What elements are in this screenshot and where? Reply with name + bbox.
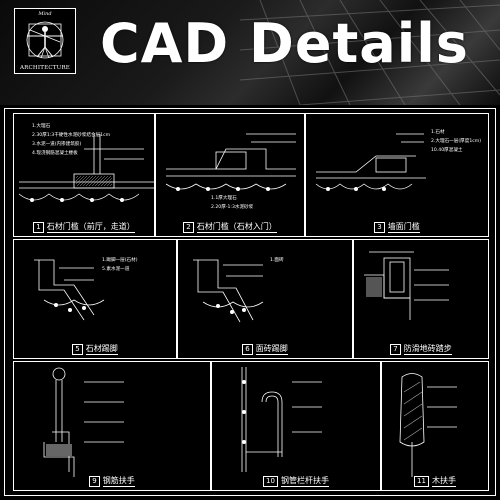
- steel-pipe-railing-drawing: [241, 367, 322, 472]
- note-line: 2.30厚1:3干硬性水泥砂浆结合层1cm: [32, 133, 111, 138]
- note-line: 1.大理石: [32, 124, 51, 129]
- anti-slip-step-drawing: [364, 251, 449, 320]
- logo-text: ARCHITECTURE: [19, 65, 71, 71]
- panel-title: 木扶手: [431, 476, 456, 487]
- stone-skirting-drawing: [34, 259, 105, 321]
- panel-title: 石材门槛（前厅，走道）: [46, 222, 135, 233]
- header-banner: Mind ARCHITECTURE CAD Details: [0, 0, 500, 105]
- detail-panel-1: 1.大理石 2.30厚1:3干硬性水泥砂浆结合层1cm 3.水泥一道(内掺建筑胶…: [13, 113, 155, 237]
- panel-title: 钢管栏杆扶手: [280, 476, 329, 487]
- note-line: 1.1厚大理石: [211, 196, 237, 201]
- panel-title: 石材门槛（石材入门）: [196, 222, 277, 233]
- note-line: 1.踢脚一层(石材): [102, 258, 138, 263]
- wall-threshold-drawing: [315, 133, 426, 191]
- building-facade-graphic: [240, 0, 500, 105]
- panel-title: 防滑地砖踏步: [403, 344, 452, 355]
- panel-title: 石材踢脚: [85, 344, 118, 355]
- steel-handrail-drawing: [43, 367, 124, 477]
- panel-title: 钢筋扶手: [102, 476, 135, 487]
- tile-skirting-drawing: [193, 259, 264, 323]
- panel-number: 2: [183, 222, 194, 233]
- panel-number: 10: [263, 476, 278, 487]
- notes-list: 1.踢脚一层(石材) 5.素水泥一道: [102, 256, 138, 274]
- note-line: 2.大理石一层(厚度1cm): [431, 139, 482, 144]
- notes-list: 1.石材 2.大理石一层(厚度1cm) 10.40厚混凝土: [431, 128, 481, 155]
- panel-number: 7: [390, 344, 401, 355]
- note-line: 3.水泥一道(内掺建筑胶): [32, 142, 82, 147]
- panel-title: 面砖踢脚: [255, 344, 288, 355]
- panel-number: 9: [89, 476, 100, 487]
- panel-number: 5: [72, 344, 83, 355]
- stone-threshold-drawing: [18, 134, 154, 202]
- drawing-sheet: 1.大理石 2.30厚1:3干硬性水泥砂浆结合层1cm 3.水泥一道(内掺建筑胶…: [4, 108, 496, 496]
- page-title: CAD Details: [100, 12, 469, 75]
- note-line: 2.20厚-1:3水泥砂浆: [211, 205, 254, 210]
- note-line: 1.石材: [431, 130, 445, 135]
- logo: Mind ARCHITECTURE: [14, 8, 76, 74]
- note-line: 5.素水泥一道: [102, 267, 130, 272]
- logo-top-text: Mind: [38, 11, 52, 17]
- panel-title: 墙面门槛: [387, 222, 420, 233]
- stone-entry-threshold-drawing: [165, 133, 296, 191]
- panel-number: 1: [33, 222, 44, 233]
- notes-list: 1.1厚大理石 2.20厚-1:3水泥砂浆: [211, 194, 253, 212]
- notes-list: 1.面砖: [270, 256, 284, 265]
- panel-number: 3: [374, 222, 385, 233]
- panel-number: 11: [414, 476, 429, 487]
- notes-list: 1.大理石 2.30厚1:3干硬性水泥砂浆结合层1cm 3.水泥一道(内掺建筑胶…: [32, 122, 110, 158]
- note-line: 1.面砖: [270, 258, 284, 263]
- wood-handrail-drawing: [399, 373, 457, 477]
- panel-number: 6: [242, 344, 253, 355]
- vitruvian-man-icon: [26, 21, 64, 59]
- note-line: 4.现浇钢筋混凝土楼板: [32, 151, 78, 156]
- note-line: 10.40厚混凝土: [431, 148, 463, 153]
